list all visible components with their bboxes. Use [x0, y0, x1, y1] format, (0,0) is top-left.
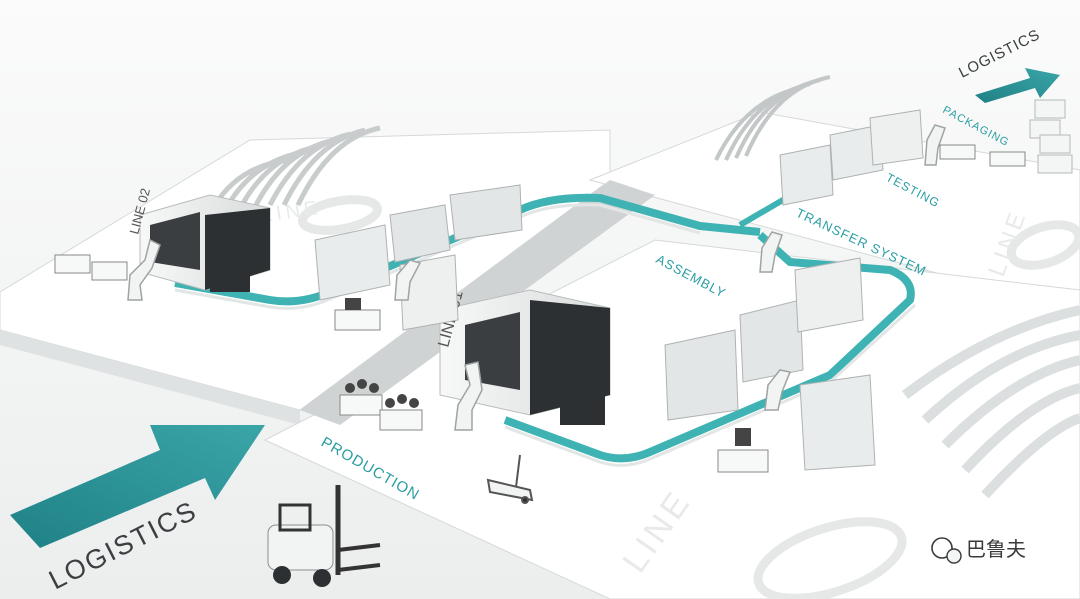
arch-group-top-right [714, 75, 831, 161]
robot-arm-3 [764, 369, 792, 411]
robot-arm-1 [127, 238, 161, 301]
watermark-text: 巴鲁夫 [966, 538, 1026, 561]
robot-arm-6 [924, 124, 946, 166]
agv-carts [54, 144, 1026, 473]
logistics-arrow-main [10, 425, 265, 548]
machine-line-02: LINE 02 [126, 187, 271, 292]
floor-o-right [1006, 220, 1080, 270]
conveyor-lower-rail [504, 303, 917, 467]
floor-o-bottom [753, 517, 907, 599]
assembly-cabinets-lower [664, 257, 876, 471]
arch-group-bottom-right [901, 305, 1080, 499]
wechat-icon [931, 537, 953, 559]
robot-arm-5 [394, 259, 422, 301]
floor-o-left [297, 195, 383, 235]
watermark: 巴鲁夫 [931, 537, 1026, 564]
platform-upper-left-edge [0, 330, 300, 425]
testing-cabinets [779, 109, 924, 206]
conveyor-lower-loop [503, 232, 915, 463]
robots [127, 124, 946, 431]
machine-line-01: LINE 01 [435, 289, 611, 425]
arch-group-left [212, 125, 381, 207]
pallet-jack-icon [486, 454, 534, 504]
robot-arm-2 [454, 361, 483, 431]
forklift-icon [267, 485, 381, 587]
robot-arm-4 [759, 231, 783, 273]
logistics-arrow-top [975, 68, 1060, 103]
packaging-boxes [1029, 99, 1073, 174]
